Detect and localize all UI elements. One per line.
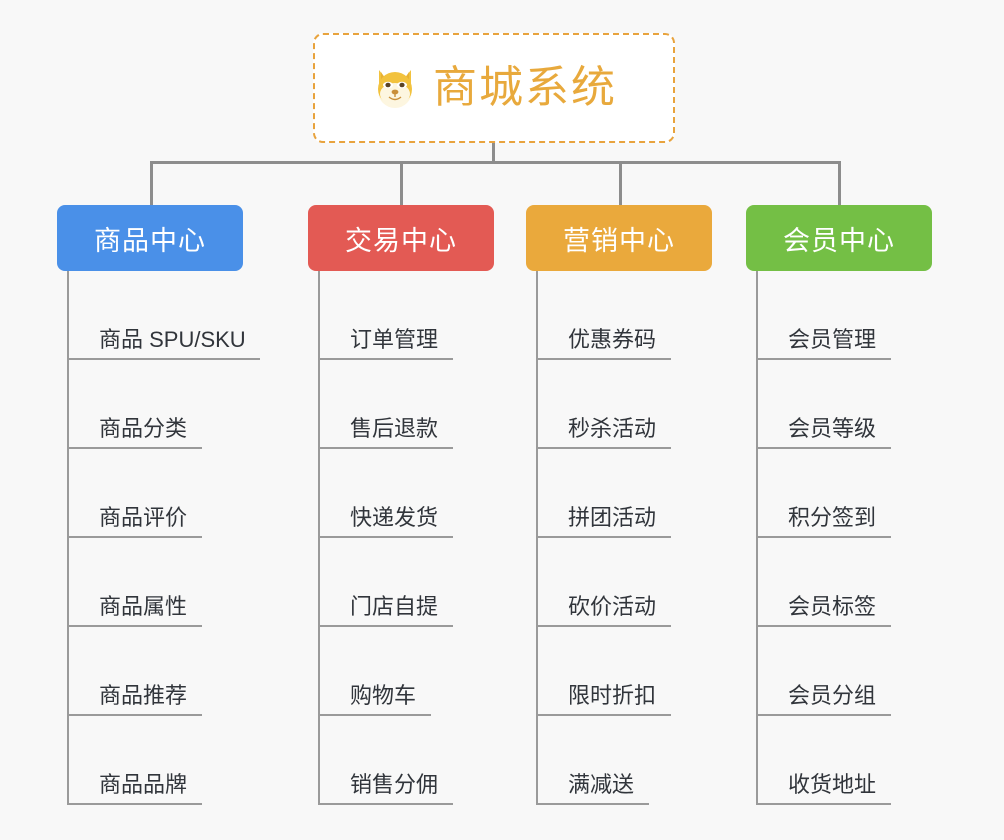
connector-horizontal-bar — [150, 161, 840, 164]
leaf-item-label: 商品评价 — [99, 504, 188, 530]
leaf-item[interactable]: 会员等级 — [756, 360, 891, 449]
leaf-item-label: 收货地址 — [788, 771, 877, 797]
branch-trunk-line-2 — [318, 271, 320, 805]
branch-items-2: 订单管理售后退款快递发货门店自提购物车销售分佣 — [308, 271, 494, 805]
leaf-item[interactable]: 收货地址 — [756, 716, 891, 805]
connector-drop-2 — [400, 161, 403, 206]
leaf-item[interactable]: 商品 SPU/SKU — [67, 271, 260, 360]
connector-drop-4 — [838, 161, 841, 206]
leaf-item[interactable]: 商品分类 — [67, 360, 202, 449]
leaf-item-label: 积分签到 — [788, 504, 877, 530]
leaf-item[interactable]: 订单管理 — [318, 271, 453, 360]
leaf-item-label: 销售分佣 — [350, 771, 439, 797]
branch-column-2: 交易中心订单管理售后退款快递发货门店自提购物车销售分佣 — [308, 205, 494, 805]
leaf-item[interactable]: 会员分组 — [756, 627, 891, 716]
leaf-item-label: 砍价活动 — [568, 593, 657, 619]
leaf-item[interactable]: 拼团活动 — [536, 449, 671, 538]
leaf-item[interactable]: 销售分佣 — [318, 716, 453, 805]
category-box-1[interactable]: 商品中心 — [57, 205, 243, 271]
leaf-item[interactable]: 会员标签 — [756, 538, 891, 627]
leaf-item-label: 会员分组 — [788, 682, 877, 708]
leaf-item-label: 商品推荐 — [99, 682, 188, 708]
branch-column-1: 商品中心商品 SPU/SKU 商品分类商品评价商品属性商品推荐商品品牌 — [57, 205, 260, 805]
leaf-item-label: 门店自提 — [350, 593, 439, 619]
category-box-3[interactable]: 营销中心 — [526, 205, 712, 271]
dog-face-icon — [371, 64, 419, 112]
leaf-item-label: 商品品牌 — [99, 771, 188, 797]
leaf-item-label: 商品属性 — [99, 593, 188, 619]
leaf-item[interactable]: 会员管理 — [756, 271, 891, 360]
leaf-item-label: 秒杀活动 — [568, 415, 657, 441]
leaf-item[interactable]: 门店自提 — [318, 538, 453, 627]
leaf-item-label: 购物车 — [350, 682, 417, 708]
leaf-item[interactable]: 商品评价 — [67, 449, 202, 538]
branch-column-4: 会员中心会员管理会员等级积分签到会员标签会员分组收货地址 — [746, 205, 932, 805]
leaf-item[interactable]: 商品属性 — [67, 538, 202, 627]
connector-drop-3 — [619, 161, 622, 206]
leaf-item-label: 优惠券码 — [568, 326, 657, 352]
leaf-item[interactable]: 商品品牌 — [67, 716, 202, 805]
leaf-item[interactable]: 售后退款 — [318, 360, 453, 449]
leaf-item[interactable]: 快递发货 — [318, 449, 453, 538]
root-title: 商城系统 — [433, 63, 617, 112]
leaf-item-label: 会员等级 — [788, 415, 877, 441]
leaf-item-label: 快递发货 — [350, 504, 439, 530]
leaf-item-label: 会员标签 — [788, 593, 877, 619]
leaf-item-label: 商品分类 — [99, 415, 188, 441]
leaf-item-label: 满减送 — [568, 771, 635, 797]
leaf-item[interactable]: 满减送 — [536, 716, 649, 805]
leaf-item-label: 订单管理 — [350, 326, 439, 352]
leaf-item[interactable]: 购物车 — [318, 627, 431, 716]
leaf-item-label: 拼团活动 — [568, 504, 657, 530]
category-box-4[interactable]: 会员中心 — [746, 205, 932, 271]
branch-trunk-line-3 — [536, 271, 538, 805]
branch-items-3: 优惠券码秒杀活动拼团活动砍价活动限时折扣满减送 — [526, 271, 712, 805]
leaf-item-label: 限时折扣 — [568, 682, 657, 708]
leaf-item-label: 商品 SPU/SKU — [99, 326, 246, 352]
root-node[interactable]: 商城系统 — [313, 33, 675, 143]
leaf-item[interactable]: 砍价活动 — [536, 538, 671, 627]
branch-items-1: 商品 SPU/SKU 商品分类商品评价商品属性商品推荐商品品牌 — [57, 271, 260, 805]
connector-drop-1 — [150, 161, 153, 206]
branch-trunk-line-1 — [67, 271, 69, 805]
leaf-item[interactable]: 积分签到 — [756, 449, 891, 538]
branch-trunk-line-4 — [756, 271, 758, 805]
leaf-item[interactable]: 优惠券码 — [536, 271, 671, 360]
leaf-item[interactable]: 商品推荐 — [67, 627, 202, 716]
leaf-item[interactable]: 秒杀活动 — [536, 360, 671, 449]
category-box-2[interactable]: 交易中心 — [308, 205, 494, 271]
leaf-item[interactable]: 限时折扣 — [536, 627, 671, 716]
branch-column-3: 营销中心优惠券码秒杀活动拼团活动砍价活动限时折扣满减送 — [526, 205, 712, 805]
connector-root-stem — [492, 143, 495, 164]
branch-items-4: 会员管理会员等级积分签到会员标签会员分组收货地址 — [746, 271, 932, 805]
leaf-item-label: 售后退款 — [350, 415, 439, 441]
leaf-item-label: 会员管理 — [788, 326, 877, 352]
